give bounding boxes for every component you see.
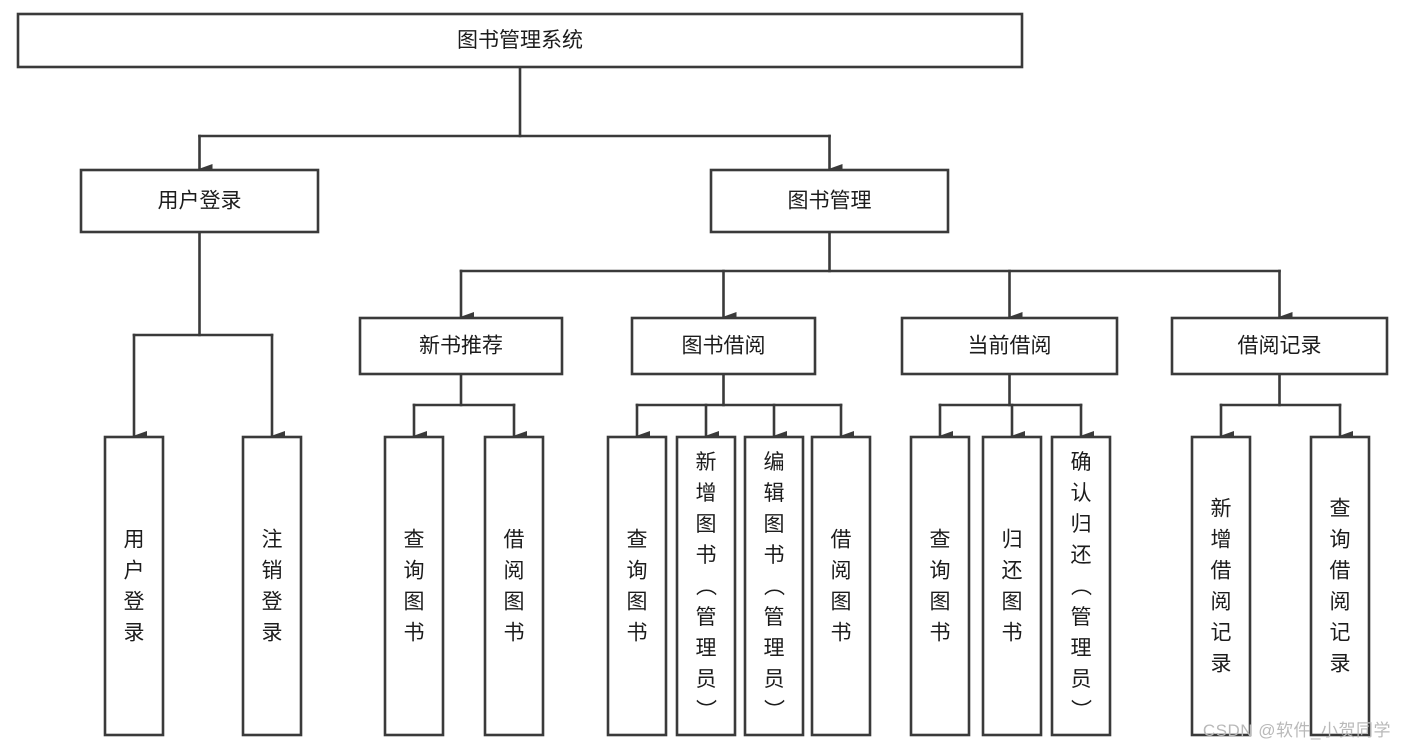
node-label: 查询图书 [930,529,951,645]
node-label: 查询图书 [404,529,425,645]
node-leaf-1-0-1[interactable]: 借阅图书 [483,435,545,737]
node-leaf-1-3-0[interactable]: 新增借阅记录 [1190,435,1252,737]
node-label: 注销登录 [262,529,283,645]
node-label: 当前借阅 [968,335,1052,358]
node-box [79,168,320,234]
node-label: 编辑图书（管理员） [764,451,786,722]
node-box [1050,435,1112,737]
node-box [1190,435,1252,737]
node-box [630,316,817,376]
node-level2-0-0[interactable]: 用户登录 [103,435,165,737]
node-box [606,435,668,737]
node-label: 新增借阅记录 [1211,498,1232,676]
node-label: 用户登录 [124,529,145,645]
node-level2-0-1[interactable]: 注销登录 [241,435,303,737]
node-leaf-1-1-3[interactable]: 借阅图书 [810,435,872,737]
node-box [358,316,564,376]
node-label: 归还图书 [1002,529,1023,645]
node-box [900,316,1119,376]
node-box [675,435,737,737]
node-label: 图书管理 [788,190,872,213]
node-leaf-1-2-2[interactable]: 确认归还（管理员） [1050,435,1112,737]
node-label: 查询图书 [627,529,648,645]
node-label: 确认归还（管理员） [1071,451,1093,722]
node-leaf-1-2-1[interactable]: 归还图书 [981,435,1043,737]
node-leaf-1-2-0[interactable]: 查询图书 [909,435,971,737]
node-level1-1[interactable]: 图书管理 [709,168,950,234]
node-label: 借阅记录 [1238,335,1322,358]
node-box [241,435,303,737]
node-box [981,435,1043,737]
node-level2-1-0[interactable]: 新书推荐 [358,316,564,376]
node-leaf-1-1-2[interactable]: 编辑图书（管理员） [743,435,805,737]
node-label: 新书推荐 [419,335,503,358]
node-label: 图书管理系统 [457,29,583,52]
node-leaf-1-1-1[interactable]: 新增图书（管理员） [675,435,737,737]
node-box [1170,316,1389,376]
node-leaf-1-1-0[interactable]: 查询图书 [606,435,668,737]
node-box [383,435,445,737]
node-label: 新增图书（管理员） [696,451,718,722]
node-level2-1-3[interactable]: 借阅记录 [1170,316,1389,376]
watermark-label: CSDN @软件_小贺同学 [1202,721,1391,740]
node-label: 查询借阅记录 [1330,498,1351,676]
node-level2-1-1[interactable]: 图书借阅 [630,316,817,376]
node-level1-0[interactable]: 用户登录 [79,168,320,234]
node-label: 借阅图书 [504,529,525,645]
node-leaf-1-0-0[interactable]: 查询图书 [383,435,445,737]
node-label: 借阅图书 [831,529,852,645]
node-box [103,435,165,737]
node-leaf-1-3-1[interactable]: 查询借阅记录 [1309,435,1371,737]
node-level2-1-2[interactable]: 当前借阅 [900,316,1119,376]
node-box [909,435,971,737]
node-box [709,168,950,234]
node-box [1309,435,1371,737]
node-box [810,435,872,737]
node-box [16,12,1024,69]
node-label: 用户登录 [158,190,242,213]
node-box [483,435,545,737]
connector-layer [132,65,1353,441]
node-layer: 图书管理系统用户登录用户登录注销登录图书管理新书推荐查询图书借阅图书图书借阅查询… [16,12,1389,737]
node-root[interactable]: 图书管理系统 [16,12,1024,69]
node-box [743,435,805,737]
node-label: 图书借阅 [682,335,766,358]
